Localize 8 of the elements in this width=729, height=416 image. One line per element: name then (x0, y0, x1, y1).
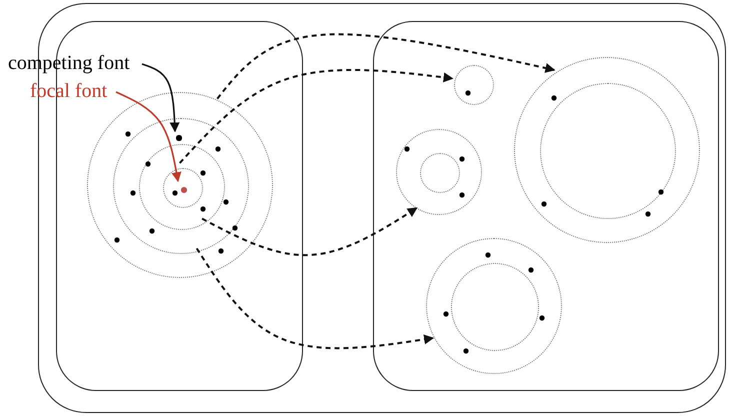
arrow (142, 63, 180, 132)
point-dot (176, 135, 182, 141)
arrow (116, 91, 182, 182)
arrow (179, 69, 454, 164)
arrow (202, 207, 418, 256)
arrow (196, 248, 434, 350)
point-dot (181, 187, 187, 193)
arrow (216, 33, 556, 100)
